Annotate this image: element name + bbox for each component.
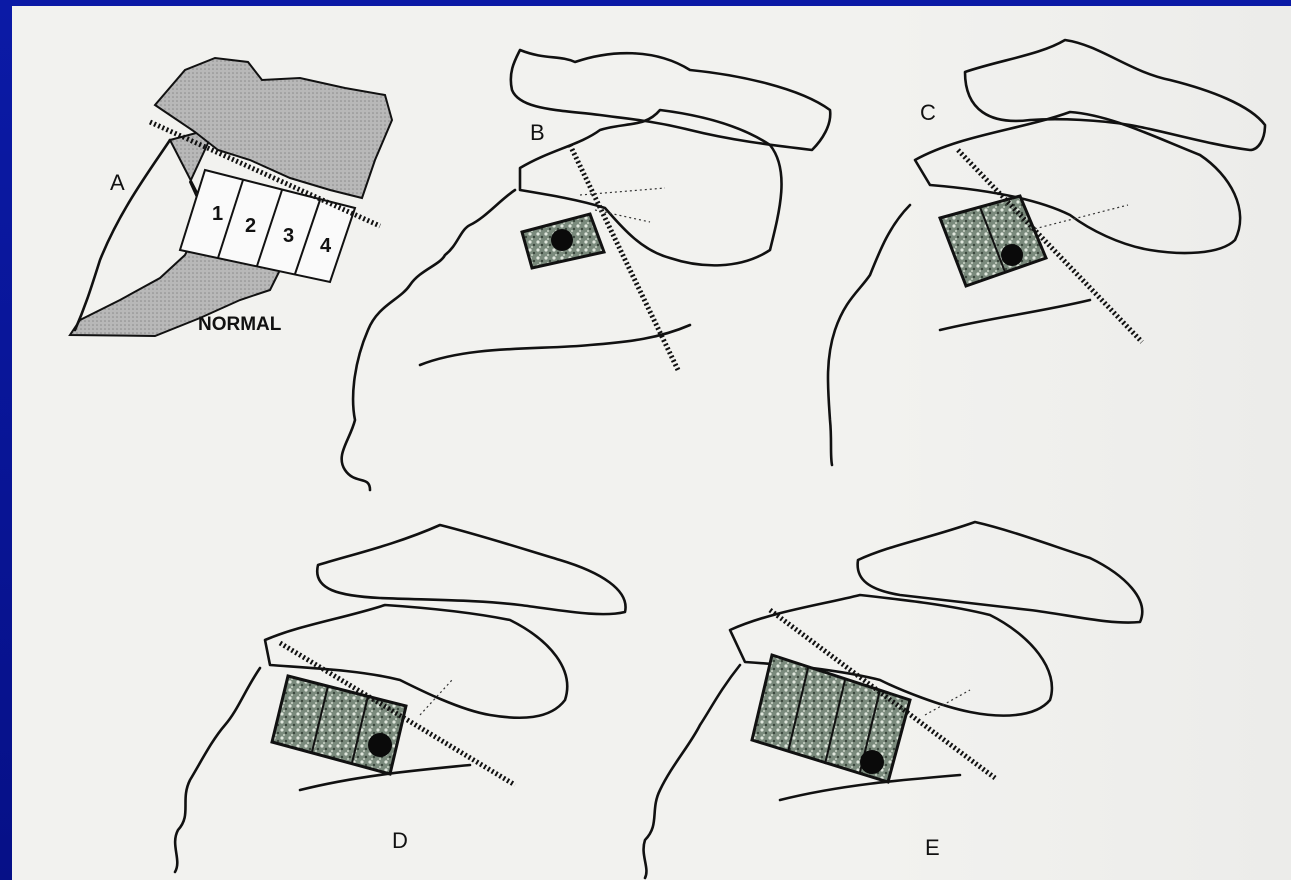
panel-a-segment-3: 3 — [283, 225, 294, 247]
panel-b-label: B — [530, 120, 545, 145]
panel-d-l4-vertebra — [317, 525, 625, 614]
panel-d-label: D — [392, 828, 408, 853]
panel-e-label: E — [925, 835, 940, 860]
panel-b: B — [342, 50, 831, 490]
panel-c-screw-head — [1001, 244, 1023, 266]
panel-e-graft-block — [752, 655, 910, 782]
panel-b-l4-vertebra — [511, 50, 830, 150]
panel-d-graft-block — [272, 676, 406, 774]
panel-a-segment-4: 4 — [320, 235, 332, 257]
panel-a-segment-2: 2 — [245, 215, 256, 237]
panel-b-reference-line — [570, 145, 678, 370]
panel-c-l4-vertebra — [965, 40, 1265, 150]
panel-a-segment-1: 1 — [212, 203, 223, 225]
panel-e: E — [644, 522, 1143, 878]
panel-a-label: A — [110, 170, 125, 195]
panel-d: D — [175, 525, 626, 872]
panel-d-screw-head — [368, 733, 392, 757]
panel-c-dotted-guide — [1030, 205, 1128, 230]
panel-c: C — [828, 40, 1265, 465]
panel-b-sacrum-outline — [342, 190, 690, 490]
panel-e-l4-vertebra — [858, 522, 1143, 623]
panel-a-caption: NORMAL — [198, 314, 282, 335]
panel-e-screw-head — [860, 750, 884, 774]
panel-b-screw-head — [551, 229, 573, 251]
panel-a: A 1 2 3 4 NORMAL — [70, 58, 392, 336]
panel-c-label: C — [920, 100, 936, 125]
